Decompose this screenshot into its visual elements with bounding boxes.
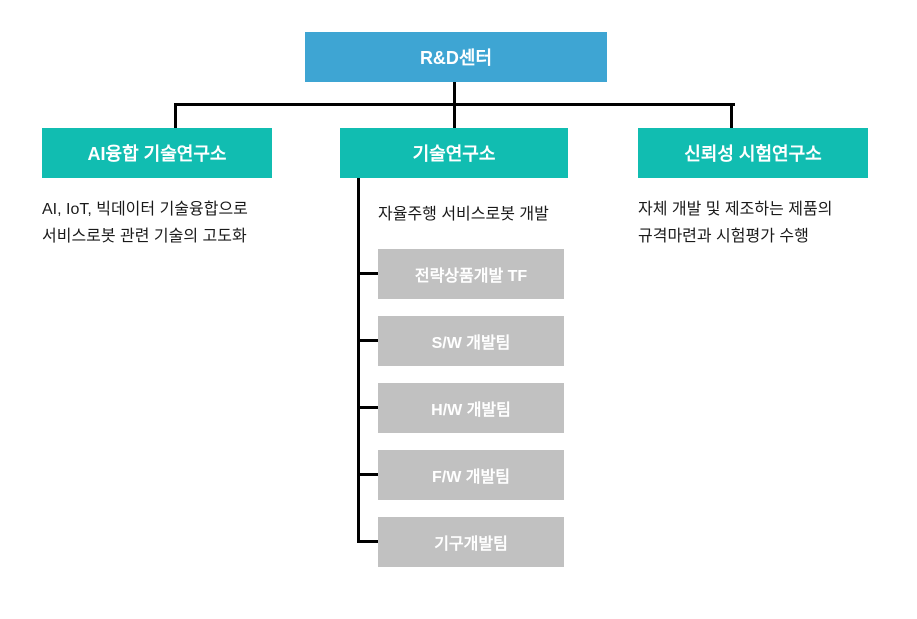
- team-strategic-tf-label: 전략상품개발 TF: [414, 268, 528, 285]
- tech-lab-description: 자율주행 서비스로봇 개발: [378, 201, 549, 228]
- ai-tech-lab-description-line2: 서비스로봇 관련 기술의 고도화: [42, 228, 247, 245]
- ai-tech-lab-description-line1: AI, IoT, 빅데이터 기술융합으로: [42, 201, 248, 218]
- ai-tech-lab-description: AI, IoT, 빅데이터 기술융합으로 서비스로봇 관련 기술의 고도화: [42, 196, 248, 250]
- tech-lab-label: 기술연구소: [412, 144, 496, 164]
- org-node-team-mechanism: 기구개발팀: [378, 517, 564, 567]
- connector-stub-sw-team: [357, 339, 379, 342]
- org-node-team-strategic-tf: 전략상품개발 TF: [378, 249, 564, 299]
- tech-lab-description-line1: 자율주행 서비스로봇 개발: [378, 206, 549, 223]
- ai-tech-lab-label: AI융합 기술연구소: [87, 144, 227, 164]
- org-node-reliability-lab: 신뢰성 시험연구소: [638, 128, 868, 178]
- connector-root-stub: [453, 82, 456, 104]
- org-node-tech-lab: 기술연구소: [340, 128, 568, 178]
- connector-stub-hw-team: [357, 406, 379, 409]
- reliability-lab-description-line2: 규격마련과 시험평가 수행: [638, 228, 809, 245]
- org-node-team-hw: H/W 개발팀: [378, 383, 564, 433]
- reliability-lab-description: 자체 개발 및 제조하는 제품의 규격마련과 시험평가 수행: [638, 196, 832, 250]
- org-node-team-sw: S/W 개발팀: [378, 316, 564, 366]
- reliability-lab-label: 신뢰성 시험연구소: [684, 144, 822, 164]
- connector-drop-ai-lab: [174, 103, 177, 128]
- team-mechanism-label: 기구개발팀: [434, 536, 508, 553]
- team-sw-label: S/W 개발팀: [431, 335, 511, 352]
- connector-drop-reliability-lab: [730, 103, 733, 128]
- rd-center-label: R&D센터: [419, 48, 493, 68]
- connector-drop-tech-lab: [453, 103, 456, 128]
- connector-stub-strategic-tf: [357, 272, 379, 275]
- reliability-lab-description-line1: 자체 개발 및 제조하는 제품의: [638, 201, 833, 218]
- org-node-ai-tech-lab: AI융합 기술연구소: [42, 128, 272, 178]
- team-fw-label: F/W 개발팀: [432, 469, 510, 486]
- connector-stub-mechanism-team: [357, 540, 379, 543]
- team-hw-label: H/W 개발팀: [431, 402, 511, 419]
- org-node-team-fw: F/W 개발팀: [378, 450, 564, 500]
- connector-stub-fw-team: [357, 473, 379, 476]
- connector-teams-spine: [357, 178, 360, 543]
- org-node-rd-center: R&D센터: [305, 32, 607, 82]
